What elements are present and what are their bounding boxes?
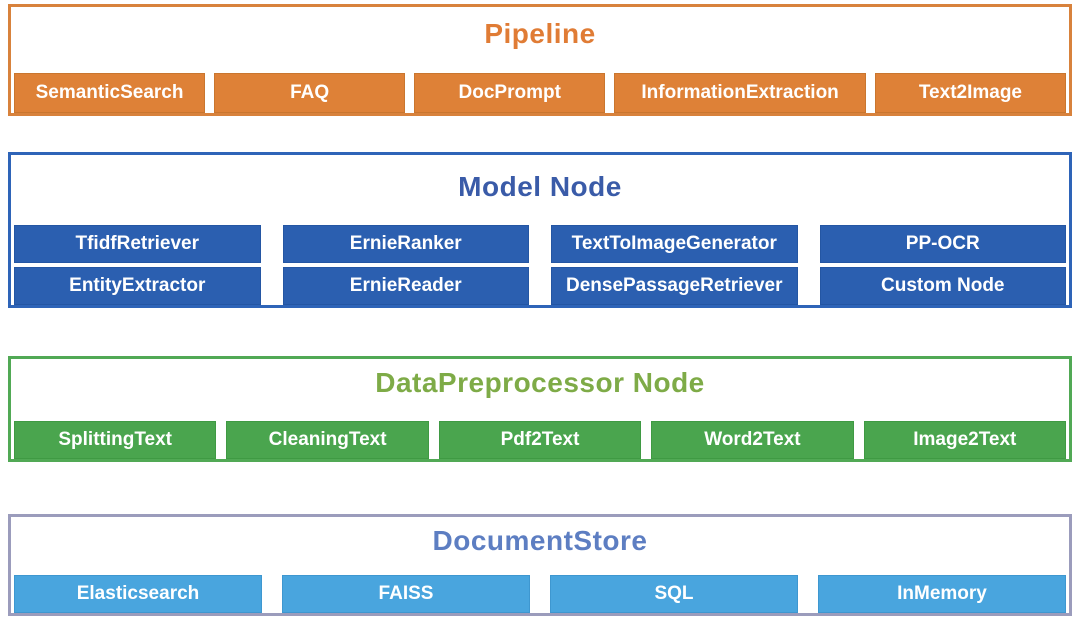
model-node-button-row-2: EntityExtractor ErnieReader DensePassage… [11,267,1069,305]
documentstore-section: DocumentStore Elasticsearch FAISS SQL In… [8,514,1072,616]
block-image2text: Image2Text [863,421,1067,459]
block-docprompt: DocPrompt [414,73,606,113]
block-text2image: Text2Image [874,73,1066,113]
documentstore-title: DocumentStore [432,525,648,556]
model-node-section: Model Node TfidfRetriever ErnieRanker Te… [8,152,1072,308]
datapreprocessor-node-section: DataPreprocessor Node SplittingText Clea… [8,356,1072,462]
block-sql: SQL [550,575,798,613]
model-node-button-rows: TfidfRetriever ErnieRanker TextToImageGe… [11,225,1069,305]
datapreprocessor-button-row: SplittingText CleaningText Pdf2Text Word… [11,421,1069,459]
block-erniereader: ErnieReader [282,267,529,305]
block-ernieranker: ErnieRanker [282,225,529,263]
block-elasticsearch: Elasticsearch [14,575,262,613]
documentstore-button-row: Elasticsearch FAISS SQL InMemory [11,575,1069,613]
model-node-button-row-1: TfidfRetriever ErnieRanker TextToImageGe… [11,225,1069,263]
block-custom-node: Custom Node [819,267,1066,305]
block-entityextractor: EntityExtractor [14,267,261,305]
block-splittingtext: SplittingText [14,421,217,459]
pipeline-button-row: SemanticSearch FAQ DocPrompt Information… [11,73,1069,113]
pipeline-section: Pipeline SemanticSearch FAQ DocPrompt In… [8,4,1072,116]
block-informationextraction: InformationExtraction [614,73,866,113]
block-pp-ocr: PP-OCR [819,225,1066,263]
block-cleaningtext: CleaningText [226,421,429,459]
model-node-title: Model Node [458,171,622,202]
block-pdf2text: Pdf2Text [438,421,642,459]
block-faq: FAQ [214,73,406,113]
block-semanticsearch: SemanticSearch [14,73,206,113]
block-texttoimagegenerator: TextToImageGenerator [551,225,798,263]
block-inmemory: InMemory [818,575,1066,613]
datapreprocessor-node-title: DataPreprocessor Node [375,367,705,398]
block-tfidfretriever: TfidfRetriever [14,225,261,263]
pipeline-title: Pipeline [484,18,596,49]
block-faiss: FAISS [282,575,530,613]
block-word2text: Word2Text [651,421,854,459]
block-densepassageretriever: DensePassageRetriever [551,267,798,305]
